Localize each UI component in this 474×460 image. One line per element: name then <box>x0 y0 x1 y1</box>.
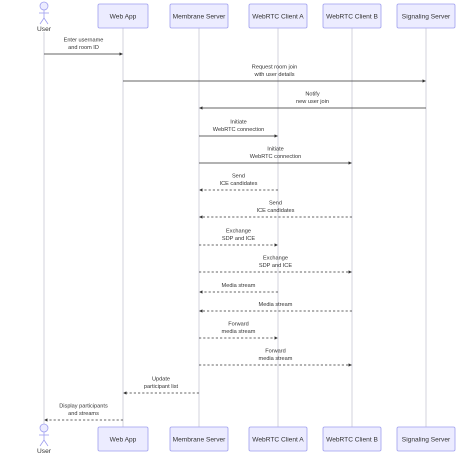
user-head-icon <box>39 423 49 433</box>
message-label: new user join <box>296 99 329 105</box>
participant-webapp-top: Web App <box>97 3 149 29</box>
message-10: Media stream <box>199 283 278 294</box>
message-label: Exchange <box>263 256 288 262</box>
message-label: Forward <box>265 349 286 355</box>
participant-label: Signaling Server <box>402 13 451 20</box>
participant-box <box>169 3 229 29</box>
participant-box <box>169 426 229 452</box>
message-label: SDP and ICE <box>259 263 292 269</box>
participant-signaling-bottom: Signaling Server <box>396 426 456 452</box>
user-actor-bottom: User <box>37 423 52 455</box>
message-label: WebRTC connection <box>213 127 264 133</box>
participant-membrane-bottom: Membrane Server <box>169 426 229 452</box>
participant-signaling-top: Signaling Server <box>396 3 456 29</box>
participant-label: Web App <box>110 436 137 443</box>
user-label: User <box>37 26 52 33</box>
participant-box <box>322 3 382 29</box>
message-11: Media stream <box>199 302 352 313</box>
participant-box <box>248 426 308 452</box>
message-label: Enter username <box>64 38 104 44</box>
message-label: with user details <box>253 72 294 78</box>
participant-membrane-top: Membrane Server <box>169 3 229 29</box>
message-label: media stream <box>222 329 256 335</box>
message-label: Media stream <box>259 302 293 308</box>
message-label: ICE candidates <box>257 208 295 214</box>
message-label: Send <box>269 201 282 207</box>
participant-label: Membrane Server <box>173 436 227 443</box>
user-head-icon <box>39 1 49 11</box>
message-label: ICE candidates <box>220 181 258 187</box>
user-leg-left <box>39 17 45 25</box>
message-label: Forward <box>228 322 249 328</box>
message-label: Send <box>232 174 245 180</box>
message-label: and streams <box>68 411 99 417</box>
message-label: SDP and ICE <box>222 236 255 242</box>
participant-clientB-top: WebRTC Client B <box>322 3 382 29</box>
participant-label: WebRTC Client A <box>252 436 304 443</box>
user-leg-right <box>43 17 49 25</box>
participant-clientB-bottom: WebRTC Client B <box>322 426 382 452</box>
participant-box <box>97 426 149 452</box>
message-label: Media stream <box>222 283 256 289</box>
participant-label: Signaling Server <box>402 436 451 443</box>
participant-box <box>396 3 456 29</box>
participant-clientA-bottom: WebRTC Client A <box>248 426 308 452</box>
participant-label: WebRTC Client A <box>252 13 304 20</box>
user-actor-top: User <box>37 1 52 33</box>
participant-clientA-top: WebRTC Client A <box>248 3 308 29</box>
message-label: participant list <box>144 384 179 390</box>
participant-label: WebRTC Client B <box>326 436 378 443</box>
message-label: Initiate <box>230 120 246 126</box>
message-label: media stream <box>259 356 293 362</box>
participant-label: Web App <box>110 13 137 20</box>
message-label: WebRTC connection <box>250 154 301 160</box>
message-label: Display participants <box>59 404 108 410</box>
participant-webapp-bottom: Web App <box>97 426 149 452</box>
message-label: Initiate <box>267 147 283 153</box>
user-leg-left <box>39 439 45 447</box>
user-leg-right <box>43 439 49 447</box>
participant-label: Membrane Server <box>173 13 227 20</box>
message-label: Exchange <box>226 229 251 235</box>
participant-box <box>248 3 308 29</box>
message-label: Request room join <box>252 65 297 71</box>
message-label: Notify <box>305 92 320 98</box>
user-label: User <box>37 448 52 455</box>
participant-label: WebRTC Client B <box>326 13 378 20</box>
message-label: Update <box>152 377 170 383</box>
participant-box <box>97 3 149 29</box>
lifelines <box>43 28 427 427</box>
participant-box <box>322 426 382 452</box>
participant-box <box>396 426 456 452</box>
message-label: and room ID <box>68 45 99 51</box>
